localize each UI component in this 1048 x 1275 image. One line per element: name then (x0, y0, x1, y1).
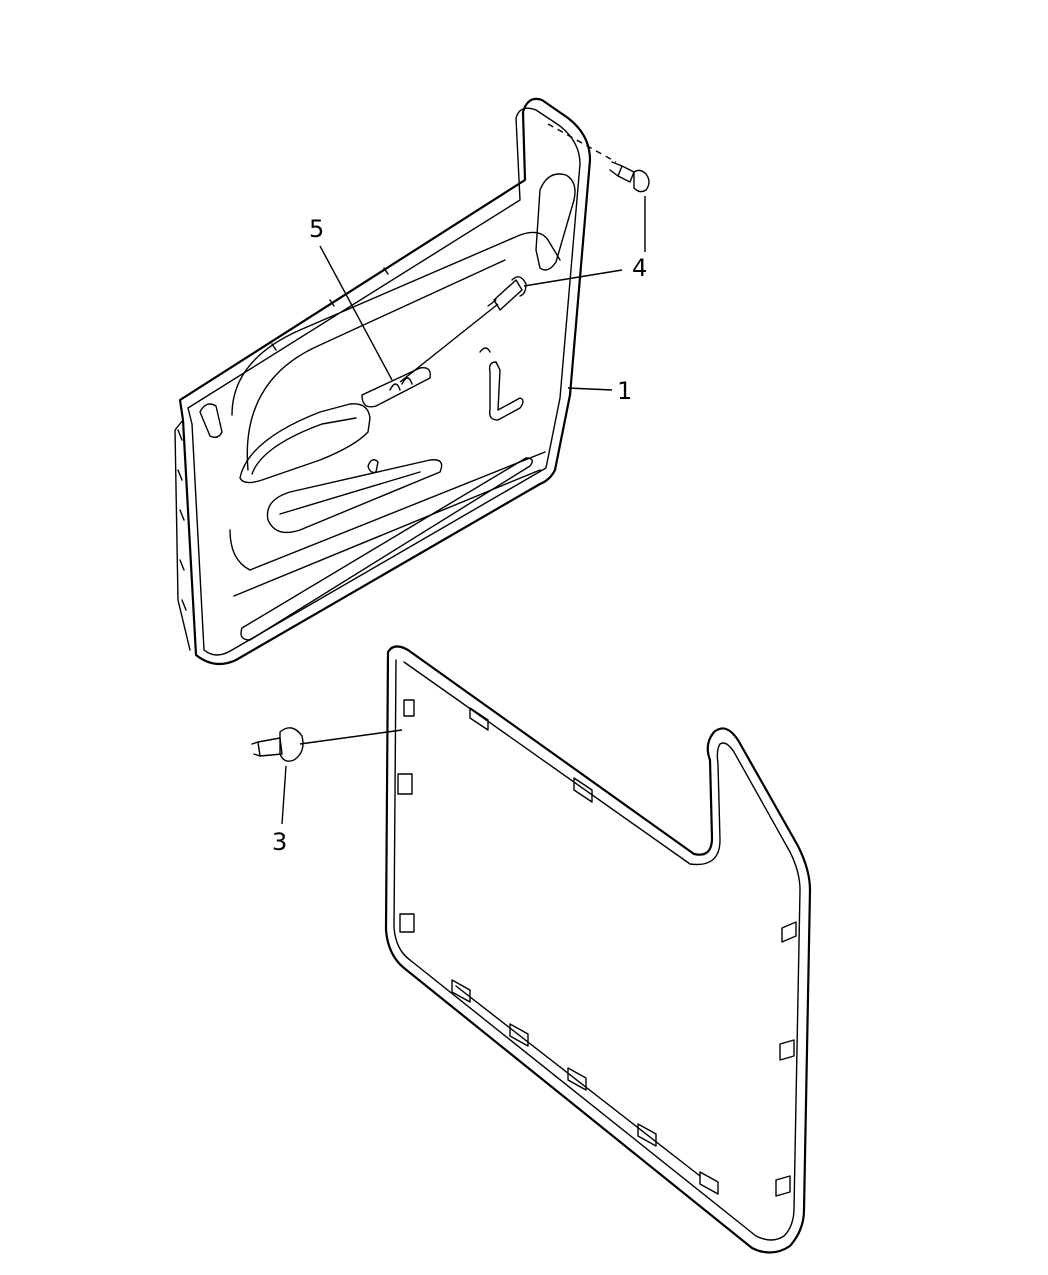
leader-5b (399, 303, 499, 383)
callout-5: 5 (309, 215, 324, 243)
door-trim-panel (174, 97, 592, 666)
leader-4b (523, 269, 623, 287)
callout-3: 3 (272, 828, 287, 856)
door-frame-seal (384, 645, 812, 1254)
panel-screw (547, 123, 650, 193)
callout-1: 1 (617, 377, 632, 405)
push-pin-fastener (251, 727, 403, 762)
leader-3 (281, 765, 287, 825)
callout-4: 4 (632, 254, 647, 282)
leader-1 (567, 387, 613, 391)
leader-5a (319, 245, 393, 381)
trim-clip-pin (487, 276, 527, 311)
